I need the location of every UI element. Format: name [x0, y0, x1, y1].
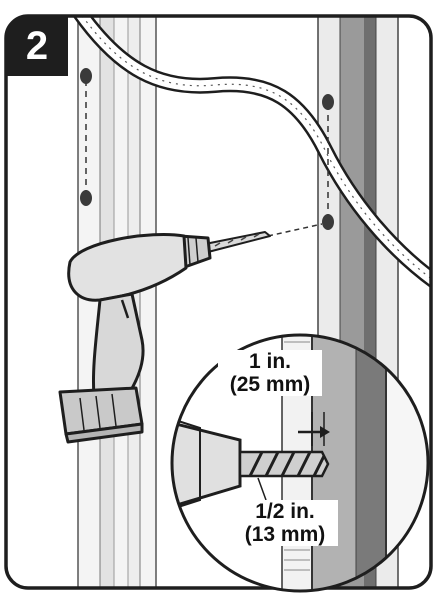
drill-holes	[80, 68, 334, 237]
hole-depth-metric: (25 mm)	[229, 373, 311, 396]
hole-depth-imperial: 1 in.	[248, 350, 291, 373]
hole-marker	[80, 190, 92, 206]
hole-depth-label: 1 in. (25 mm)	[218, 350, 322, 396]
bit-size-imperial: 1/2 in.	[255, 500, 315, 523]
bit-size-label: 1/2 in. (13 mm)	[232, 500, 338, 546]
hole-marker	[80, 68, 92, 84]
step-number: 2	[25, 23, 49, 68]
step-number-badge: 2	[6, 16, 68, 76]
cordless-drill	[58, 231, 271, 444]
electrical-cable	[70, 16, 431, 293]
hole-marker	[322, 214, 334, 230]
bit-size-metric: (13 mm)	[244, 523, 326, 546]
hole-marker	[322, 94, 334, 110]
